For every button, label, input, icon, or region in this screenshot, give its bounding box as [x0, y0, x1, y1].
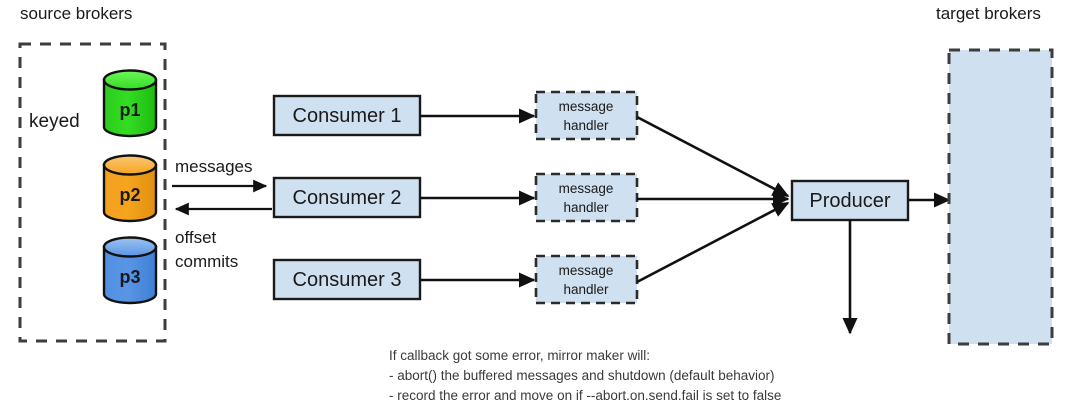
partition-cylinder-p2: p2 — [102, 154, 158, 223]
offset-commits-label-line1: offset — [175, 228, 217, 247]
handler-3-to-producer-arrow — [636, 201, 790, 284]
producer-label: Producer — [809, 190, 890, 212]
source-brokers-label: source brokers — [20, 4, 132, 23]
producer-node[interactable]: Producer — [790, 179, 910, 222]
keyed-label: keyed — [29, 111, 80, 132]
consumer-2-node[interactable]: Consumer 2 — [272, 176, 422, 219]
message-handler-1-label-line2: handler — [563, 118, 609, 133]
consumer-3-node[interactable]: Consumer 3 — [272, 258, 422, 301]
note-line-1: If callback got some error, mirror maker… — [389, 348, 650, 363]
partition-label-p2: p2 — [119, 185, 140, 205]
partition-label-p1: p1 — [119, 100, 140, 120]
consumer-1-label: Consumer 1 — [293, 105, 402, 127]
target-brokers-label: target brokers — [936, 4, 1041, 23]
offset-commits-label-line2: commits — [175, 252, 238, 271]
message-handler-2-label-line2: handler — [563, 200, 609, 215]
target-brokers-container — [947, 48, 1054, 346]
messages-edge-label: messages — [175, 157, 252, 176]
note-line-2: - abort() the buffered messages and shut… — [389, 368, 774, 383]
message-handler-2-node[interactable]: message handler — [534, 172, 639, 223]
message-handler-1-label-line1: message — [559, 99, 614, 114]
handler-1-to-producer-arrow — [636, 115, 790, 198]
partition-label-p3: p3 — [119, 267, 140, 287]
note-line-3: - record the error and move on if --abor… — [389, 388, 781, 403]
message-handler-3-label-line1: message — [559, 263, 614, 278]
consumer-1-node[interactable]: Consumer 1 — [272, 94, 422, 137]
partition-cylinder-p1: p1 — [102, 69, 158, 138]
message-handler-1-node[interactable]: message handler — [534, 90, 639, 141]
consumer-2-label: Consumer 2 — [293, 187, 402, 209]
message-handler-2-label-line1: message — [559, 181, 614, 196]
message-handler-3-label-line2: handler — [563, 282, 609, 297]
message-handler-3-node[interactable]: message handler — [534, 254, 639, 305]
consumer-3-label: Consumer 3 — [293, 269, 402, 291]
partition-cylinder-p3: p3 — [102, 236, 158, 305]
